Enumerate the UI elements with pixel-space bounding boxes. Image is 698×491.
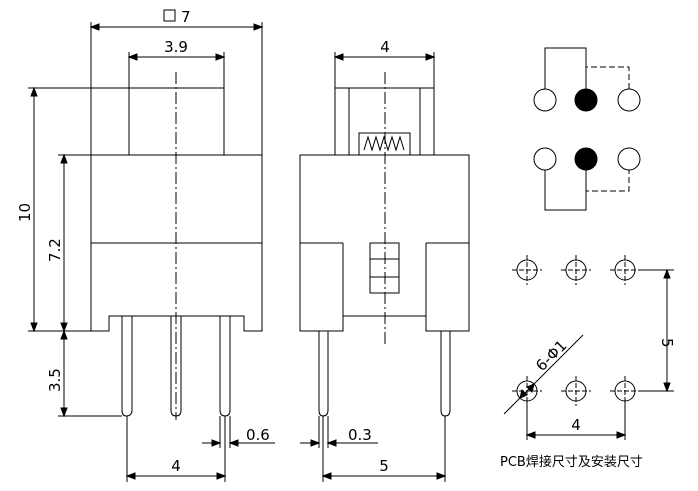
link-top-dashed bbox=[585, 66, 630, 89]
dim-pin-span: 5 bbox=[379, 457, 389, 475]
link-top-solid bbox=[544, 47, 587, 89]
front-pin-right bbox=[219, 316, 231, 417]
dim-pin-width-side: 0.3 bbox=[348, 426, 372, 444]
pcb-hole bbox=[610, 255, 640, 285]
pcb-hole bbox=[561, 376, 591, 406]
square-symbol bbox=[163, 9, 176, 22]
contact-circle bbox=[617, 147, 641, 171]
dim-total-height: 10 bbox=[16, 203, 34, 222]
front-view: 7 3.9 10 7.2 3.5 0.6 4 bbox=[16, 8, 275, 482]
contact-circle bbox=[533, 147, 557, 171]
dim-cap-width: 3.9 bbox=[164, 38, 188, 56]
side-pin-right bbox=[440, 331, 451, 417]
dim-pin-length: 3.5 bbox=[46, 368, 64, 392]
dim-body-height: 7.2 bbox=[46, 238, 64, 262]
link-bottom-dashed bbox=[585, 170, 630, 192]
hole-note: 6-Φ1 bbox=[532, 336, 570, 374]
dim-side-top-width: 4 bbox=[380, 38, 390, 56]
pcb-caption: PCB焊接尺寸及安装尺寸 bbox=[500, 454, 643, 470]
contact-circle bbox=[617, 88, 641, 112]
dim-pin-pitch: 4 bbox=[171, 457, 181, 475]
contact-circle bbox=[533, 88, 557, 112]
spring bbox=[363, 135, 405, 152]
contact-common bbox=[574, 147, 598, 171]
pcb-hole bbox=[561, 255, 591, 285]
dim-pcb-vertical: 5 bbox=[658, 338, 676, 348]
dim-width-7: 7 bbox=[181, 8, 191, 26]
link-bottom-solid bbox=[544, 170, 587, 211]
dim-pin-width-front: 0.6 bbox=[246, 426, 270, 444]
contact-schematic bbox=[533, 47, 641, 211]
contact-common bbox=[574, 88, 598, 112]
front-pin-left bbox=[121, 316, 133, 417]
pcb-layout: 5 4 6-Φ1 PCB焊接尺寸及安装尺寸 bbox=[500, 255, 676, 470]
dim-pcb-horizontal: 4 bbox=[571, 416, 581, 434]
side-pin-left bbox=[318, 331, 329, 417]
pcb-hole bbox=[512, 255, 542, 285]
hole-note-leader bbox=[503, 334, 584, 415]
side-view: 4 0.3 5 bbox=[299, 38, 470, 482]
front-body bbox=[90, 154, 263, 332]
